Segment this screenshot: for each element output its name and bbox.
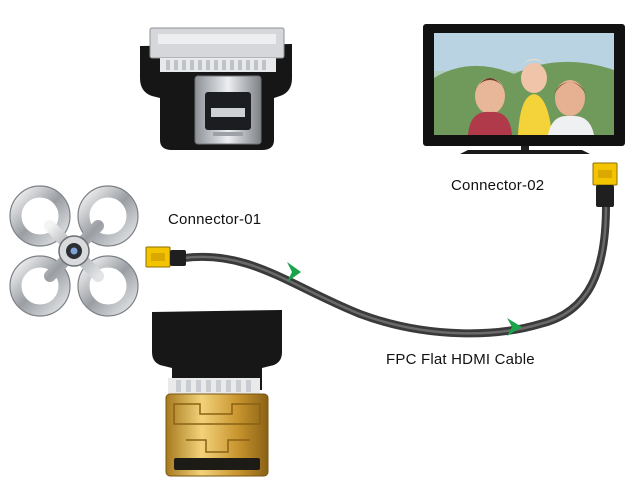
connector-02-label: Connector-02 (451, 177, 545, 194)
tv-icon (423, 24, 625, 154)
direction-arrow-icon (507, 318, 522, 336)
hdmi-female-adapter-icon (140, 27, 292, 150)
cable-plug-left (145, 246, 186, 268)
connector-01-label: Connector-01 (168, 211, 262, 228)
direction-arrow-icon (287, 262, 301, 282)
hdmi-male-adapter-icon (152, 310, 282, 477)
cable-label: FPC Flat HDMI Cable (386, 351, 535, 368)
drone-icon (9, 185, 139, 317)
fpc-cable-icon (145, 162, 618, 338)
cable-plug-right (592, 162, 618, 207)
